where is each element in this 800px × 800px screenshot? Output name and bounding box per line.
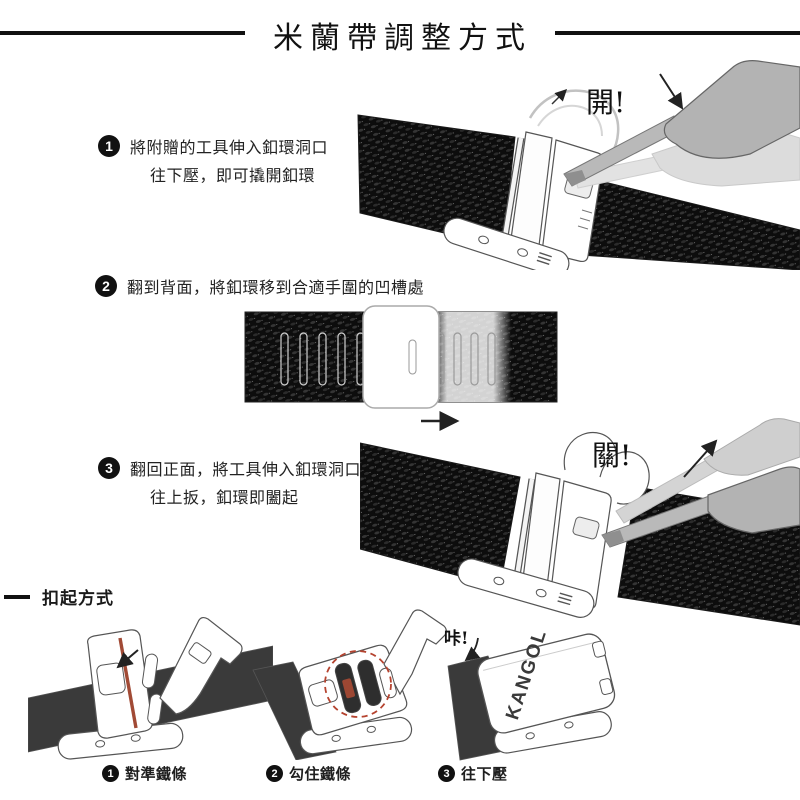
clasp-back-slot (408, 339, 417, 375)
buckle-caption-3-text: 往下壓 (461, 766, 508, 783)
buckle-step-3-illustration: KANGOL 咔! (444, 626, 616, 761)
step-1-badge: 1 (98, 135, 120, 157)
clasp-flap-open (383, 609, 447, 696)
hinge-upper (141, 653, 159, 689)
clasp-open (443, 88, 620, 270)
step-2-badge: 2 (95, 275, 117, 297)
clasp-rod (513, 478, 535, 584)
buckle-caption-1: 1 對準鐵條 (102, 763, 187, 784)
clasp-closed-body (477, 633, 616, 734)
pry-up-arrow-icon (683, 439, 718, 478)
buckle-step-1-illustration (28, 616, 273, 760)
press-down-arrow-icon (659, 73, 684, 110)
step-2-text-block: 2 翻到背面，將釦環移到合適手圍的凹槽處 (95, 272, 424, 300)
step-3-line-2: 往上扳，釦環即闔起 (150, 490, 299, 507)
flap-hook-notch (188, 642, 212, 664)
buckle-section-heading: 扣起方式 (4, 584, 114, 609)
dark-slot-2 (357, 659, 382, 706)
clasp-base-plate (299, 716, 413, 755)
buckle-heading-text: 扣起方式 (42, 589, 114, 608)
mesh-band-right (565, 175, 800, 270)
step-2-illustration (244, 305, 558, 431)
buckle-caption-3-badge: 3 (438, 765, 455, 782)
step-3-text-block: 3 翻回正面，將工具伸入釦環洞口 往上扳，釦環即闔起 (98, 454, 361, 510)
step-1-illustration: 開! (357, 60, 800, 270)
clasp-flap-open (159, 616, 243, 715)
close-direction-arrow-icon (116, 649, 139, 669)
click-callout: 咔! (444, 629, 468, 649)
page-title: 米蘭帶調整方式 (273, 21, 532, 56)
step-2-line-1: 翻到背面，將釦環移到合適手圍的凹槽處 (127, 280, 425, 297)
clasp-base-plate (457, 558, 595, 618)
hinge (379, 667, 397, 699)
step-1-line-2: 往下壓，即可撬開釦環 (150, 168, 316, 185)
hinge-lower (147, 693, 163, 725)
buckle-caption-1-text: 對準鐵條 (125, 766, 188, 783)
clasp-slot (96, 662, 126, 696)
title-rule-left (0, 31, 245, 35)
step-3-badge: 3 (98, 457, 120, 479)
buckle-caption-2-badge: 2 (266, 765, 283, 782)
clasp-tab-2 (599, 678, 614, 696)
pry-tool-tip (602, 530, 624, 547)
clasp-back-plate (362, 305, 440, 409)
clasp-slot (308, 679, 338, 707)
pry-tool-tip (564, 170, 586, 186)
open-callout: 開! (586, 86, 625, 119)
pry-tool (563, 60, 800, 187)
flap-rotate-arrow-icon (551, 88, 568, 105)
title-rule-right (555, 31, 800, 35)
step-3-illustration: 關! (360, 418, 800, 626)
step-3-line-1: 翻回正面，將工具伸入釦環洞口 (130, 462, 362, 479)
close-callout: 關! (592, 439, 631, 472)
clasp-flap-ghost-inner (537, 104, 603, 137)
step-1-line-1: 將附贈的工具伸入釦環洞口 (130, 140, 329, 157)
clasp-base-plate (443, 217, 570, 270)
clasp-closing (457, 431, 650, 618)
metal-bar (342, 678, 355, 699)
buckle-caption-2: 2 勾住鐵條 (266, 763, 351, 784)
mesh-band-left (357, 114, 516, 248)
pry-tool-ghost (615, 418, 800, 524)
snap-arrow-icon (464, 637, 481, 662)
buckle-caption-2-text: 勾住鐵條 (289, 766, 352, 783)
buckle-caption-3: 3 往下壓 (438, 763, 508, 784)
buckle-step-2-illustration (252, 609, 447, 760)
buckle-heading-dash (4, 594, 30, 599)
step-1-text-block: 1 將附贈的工具伸入釦環洞口 往下壓，即可撬開釦環 (98, 132, 328, 188)
clasp-rod (501, 137, 524, 244)
band-notches-right (436, 332, 496, 386)
clasp-hole (572, 516, 600, 540)
hook-highlight-circle (324, 650, 392, 718)
clasp-vent-lines (577, 209, 593, 230)
clasp-tab-1 (591, 640, 606, 658)
pry-tool (601, 466, 800, 548)
buckle-caption-1-badge: 1 (102, 765, 119, 782)
